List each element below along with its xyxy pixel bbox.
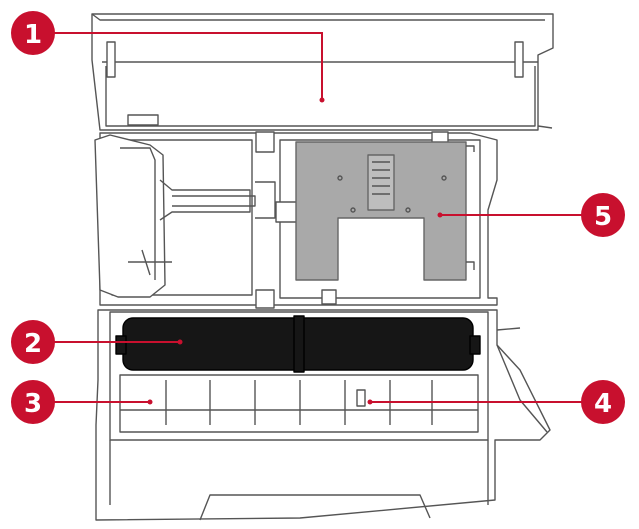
callout-5-label: 5 [594,202,612,232]
callout-2-label: 2 [24,329,42,359]
callout-1: 1 [11,11,55,55]
roller [115,315,481,373]
callout-2: 2 [11,320,55,364]
callout-1-label: 1 [24,20,42,50]
callout-dots [147,97,443,405]
leader-line-1 [52,32,323,100]
stitch-plate [295,141,475,281]
callout-5: 5 [581,193,625,237]
callout-lines [52,32,600,403]
left-compartment [94,134,299,298]
callout-3: 3 [11,380,55,424]
callout-3-label: 3 [24,389,42,419]
callout-4-label: 4 [594,389,612,419]
callout-4: 4 [581,380,625,424]
